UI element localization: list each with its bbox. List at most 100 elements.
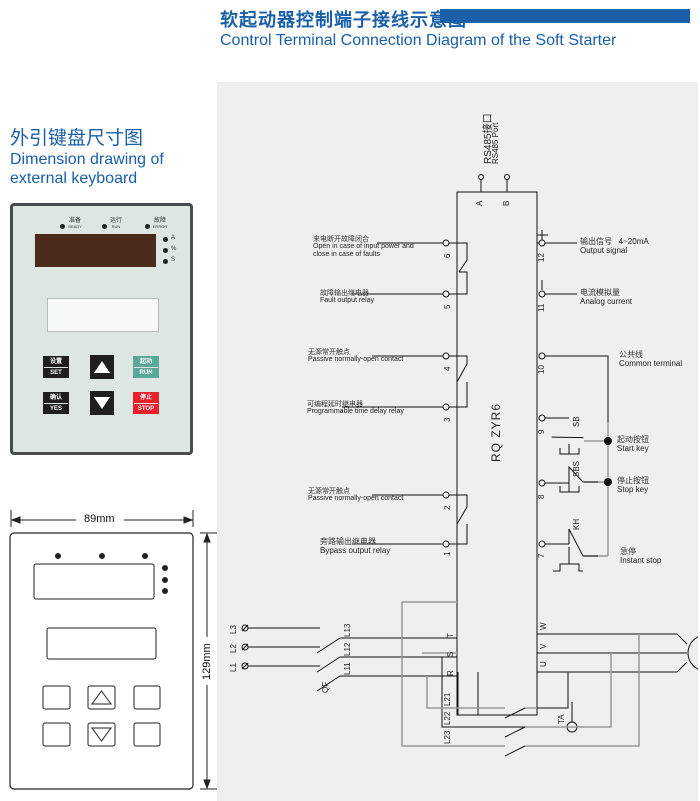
down-key[interactable] (90, 391, 114, 415)
terminal-2-label-en: Passive normally-open contact (308, 495, 404, 502)
qf-contact-1 (316, 675, 341, 692)
run-key-cn: 起动 (139, 359, 152, 365)
terminal-11-num: 11 (537, 303, 546, 312)
kh-label: KH (572, 518, 581, 530)
height-arrow-bottom-icon (203, 779, 211, 790)
l13-label: L13 (343, 623, 352, 637)
diagram-title-en: Control Terminal Connection Diagram of t… (220, 32, 617, 49)
up-key[interactable] (90, 355, 114, 379)
terminal-10 (538, 352, 546, 360)
terminal-12 (538, 239, 546, 247)
l22-label: L22 (443, 711, 452, 725)
u-label: U (539, 661, 548, 667)
terminal-11-label-cn: 电流模拟量 (580, 288, 620, 297)
terminal-3 (442, 403, 450, 411)
yes-key[interactable]: 确认 YES (43, 392, 69, 414)
up-arrow-icon (94, 361, 110, 373)
terminal-4-label-cn: 无源常开触点 (308, 348, 350, 356)
r-label: R (446, 670, 455, 676)
port-b-label: B (502, 200, 511, 206)
l21-bypass (426, 676, 505, 709)
t-label: T (446, 633, 455, 638)
terminal-4-label-en: Passive normally-open contact (308, 356, 404, 363)
l21-label: L21 (443, 692, 452, 706)
l23-bypass (401, 638, 505, 747)
terminal-9 (538, 414, 546, 422)
start-key-node (604, 437, 612, 445)
dimension-drawing (9, 510, 218, 790)
qf-contact-2 (316, 656, 341, 673)
diagram-title-cn: 软起动器控制端子接线示意图 (220, 10, 467, 31)
unit-s-led-icon (163, 259, 168, 264)
terminal-6-label-cn: 来电断开故障闭合 (313, 235, 369, 243)
terminal-2-num: 2 (443, 505, 452, 510)
terminal-12-num: 12 (537, 253, 546, 262)
terminal-8-label-en: Stop key (617, 485, 649, 494)
terminal-5-label-en: Fault output relay (320, 297, 375, 304)
height-dimension-label: 129mm (201, 643, 213, 680)
outline-led-1 (55, 553, 61, 559)
terminal-6-label: 来电断开故障闭合 Open in case of input power and… (313, 235, 414, 259)
v-bypass (525, 653, 612, 728)
set-key[interactable]: 设置 SET (43, 356, 69, 378)
yes-key-en: YES (49, 406, 62, 412)
terminal-7-num: 7 (537, 553, 546, 558)
width-arrow-left-icon (10, 516, 21, 524)
error-label-en: ERROR (152, 224, 168, 229)
rs485-a-terminal (478, 174, 484, 180)
error-label-cn: 故障 (153, 218, 166, 224)
outline-unit-led-2 (162, 577, 168, 583)
terminal-5 (442, 290, 450, 298)
terminal-8-label-cn: 停止按钮 (617, 476, 649, 485)
outline-key-6 (133, 722, 161, 747)
bypass-contact-1 (504, 707, 526, 719)
qf-contact-3 (316, 637, 341, 654)
ready-label-en: READY (68, 224, 82, 229)
unit-percent-label: % (171, 246, 177, 252)
terminal-3-label-en: Programmable time delay relay (307, 408, 404, 415)
terminal-10-label-cn: 公共线 (619, 350, 643, 359)
terminal-11-label-en: Analog current (580, 297, 633, 306)
terminal-1 (442, 540, 450, 548)
terminal-3-label-cn: 可编程延时继电器 (307, 400, 363, 408)
terminal-7 (538, 540, 546, 548)
relay-contact-6 (449, 242, 468, 273)
error-label: 故障 ERROR (152, 218, 168, 230)
terminal-4 (442, 352, 450, 360)
outline-key-3 (133, 685, 161, 710)
l3-label: L3 (229, 625, 238, 634)
outline-key-4 (42, 722, 71, 747)
terminal-2-label-cn: 无源常开触点 (308, 487, 350, 495)
title-accent-bar (440, 9, 690, 23)
stop-key-cn: 停止 (139, 395, 152, 401)
l23-label: L23 (443, 730, 452, 744)
terminal-9-label-cn: 起动按钮 (617, 435, 649, 444)
down-arrow-icon (94, 397, 110, 409)
terminal-4-num: 4 (443, 366, 452, 371)
keyboard-title-en: Dimension drawing of external keyboard (10, 150, 164, 188)
l11-label: L11 (343, 662, 352, 675)
run-key[interactable]: 起动 RUN (133, 356, 159, 378)
terminal-12-label-en: Output signal (580, 246, 628, 255)
stop-key[interactable]: 停止 STOP (133, 392, 159, 414)
l22-branch (441, 657, 525, 728)
lcd-window (47, 298, 159, 332)
relay-contact-2 (449, 494, 468, 525)
qf-label: QF (321, 681, 330, 693)
w-label: W (539, 622, 548, 630)
terminal-10-num: 10 (537, 365, 546, 374)
terminal-11 (538, 290, 546, 298)
outline-key-down (87, 722, 116, 747)
rs485-b-terminal (504, 174, 510, 180)
unit-a-label: A (171, 235, 176, 241)
terminal-6-num: 6 (443, 253, 452, 258)
bypass-contact-2 (504, 726, 526, 738)
terminal-8 (538, 479, 546, 487)
terminal-9-num: 9 (537, 429, 546, 434)
terminal-5-label: 故障输出继电器 Fault output relay (320, 289, 374, 305)
terminal-5-label-cn: 故障输出继电器 (320, 289, 369, 297)
terminal-1-label-cn: 旁路输出继电器 (320, 537, 376, 546)
outline-display (33, 563, 155, 600)
bypass-contact-3 (504, 745, 526, 757)
port-a-label: A (475, 200, 484, 206)
